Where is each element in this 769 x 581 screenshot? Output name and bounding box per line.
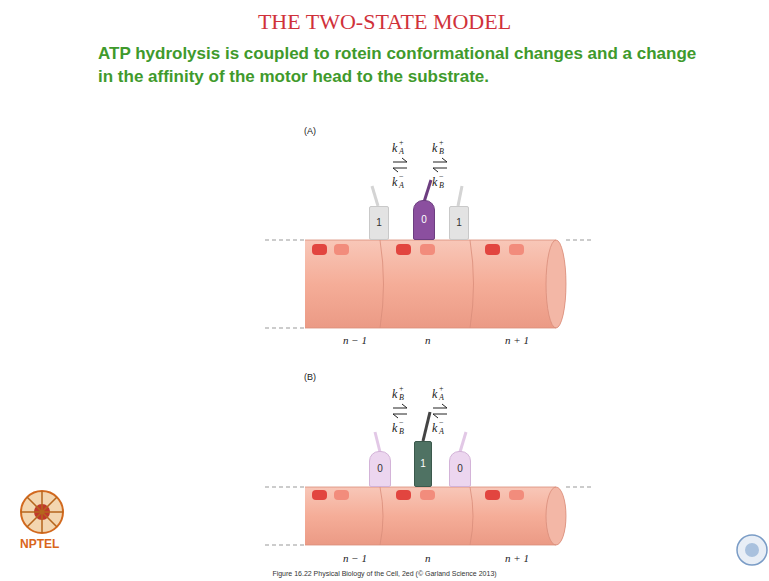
motor-head: 0 — [413, 200, 435, 240]
position-label: n − 1 — [343, 553, 367, 564]
rate-superscript: + — [399, 139, 404, 147]
rate-superscript: − — [439, 173, 444, 181]
motor-stalk — [424, 180, 431, 202]
rate-subscript: B — [399, 428, 404, 436]
equilibrium-arrow — [393, 404, 407, 418]
emblem-spokes — [21, 491, 63, 533]
motor-head: 0 — [369, 451, 391, 487]
filament-body — [305, 487, 566, 545]
rate-subscript: A — [439, 394, 444, 402]
binding-site — [312, 244, 327, 255]
binding-site — [312, 244, 524, 255]
filament-body — [305, 240, 566, 328]
binding-site — [396, 244, 411, 255]
equilibrium-arrow — [393, 158, 407, 172]
binding-site — [509, 490, 524, 500]
binding-site — [509, 244, 524, 255]
logo-text: NPTEL — [20, 538, 59, 550]
binding-site — [485, 490, 500, 500]
position-label: n + 1 — [505, 553, 529, 564]
position-label: n − 1 — [343, 335, 367, 346]
binding-site — [334, 490, 349, 500]
motor-stalk — [423, 412, 430, 441]
rate-subscript: A — [399, 182, 404, 190]
slide-subtitle: ATP hydrolysis is coupled to rotein conf… — [98, 42, 698, 88]
rate-superscript: + — [399, 385, 404, 393]
state-number: 0 — [457, 464, 463, 474]
rate-constant: k — [392, 176, 397, 188]
dashed-edge — [265, 240, 592, 328]
rate-superscript: − — [439, 419, 444, 427]
rate-constant: k — [432, 388, 437, 400]
filament-end — [546, 240, 566, 328]
filament-end — [546, 487, 566, 545]
binding-site — [485, 244, 500, 255]
figure-caption: Figure 16.22 Physical Biology of the Cel… — [0, 570, 769, 577]
filament-b — [265, 487, 592, 545]
motor-head: 1 — [369, 206, 389, 240]
slide-title: THE TWO-STATE MODEL — [0, 11, 769, 33]
badge-core — [745, 543, 759, 557]
motor-stalk — [460, 432, 466, 452]
rate-constant: k — [432, 176, 437, 188]
state-number: 1 — [376, 218, 382, 228]
state-number: 0 — [421, 215, 427, 225]
dashed-edge — [265, 487, 592, 545]
binding-site — [396, 490, 411, 500]
rate-superscript: + — [439, 385, 444, 393]
binding-site — [420, 244, 435, 255]
rate-constant: k — [392, 142, 397, 154]
rate-constant: k — [392, 422, 397, 434]
motor-head: 1 — [449, 206, 469, 240]
rate-subscript: A — [399, 148, 404, 156]
state-number: 0 — [377, 464, 383, 474]
rate-superscript: + — [439, 139, 444, 147]
motor-stalk — [458, 186, 462, 206]
rate-constant: k — [432, 422, 437, 434]
motor-stalk — [375, 432, 380, 452]
filament-outline — [305, 240, 556, 328]
emblem-ring — [21, 491, 63, 533]
position-label: n — [425, 553, 431, 564]
panel-label: (B) — [304, 373, 316, 382]
panel-label: (A) — [304, 127, 316, 136]
corner-badge — [737, 535, 767, 565]
equilibrium-arrow — [433, 158, 447, 172]
state-number: 1 — [456, 218, 462, 228]
rate-subscript: B — [439, 148, 444, 156]
rate-constant: k — [392, 388, 397, 400]
segment-divider — [380, 487, 473, 545]
position-label: n + 1 — [505, 335, 529, 346]
rate-subscript: B — [399, 394, 404, 402]
rate-superscript: − — [399, 419, 404, 427]
rate-superscript: − — [399, 173, 404, 181]
binding-site — [334, 244, 349, 255]
motor-stalk — [372, 186, 378, 206]
filament-a — [265, 240, 592, 328]
badge-ring — [737, 535, 767, 565]
filament-outline — [305, 487, 556, 545]
rate-subscript: A — [439, 428, 444, 436]
rate-constant: k — [432, 142, 437, 154]
binding-site — [312, 490, 327, 500]
binding-site — [420, 490, 435, 500]
segment-divider — [380, 240, 474, 328]
rate-subscript: B — [439, 182, 444, 190]
motor-head: 0 — [449, 451, 471, 487]
position-label: n — [425, 335, 431, 346]
state-number: 1 — [420, 459, 426, 469]
equilibrium-arrow — [433, 404, 447, 418]
nptel-emblem — [21, 491, 63, 533]
motor-head: 1 — [414, 441, 432, 487]
